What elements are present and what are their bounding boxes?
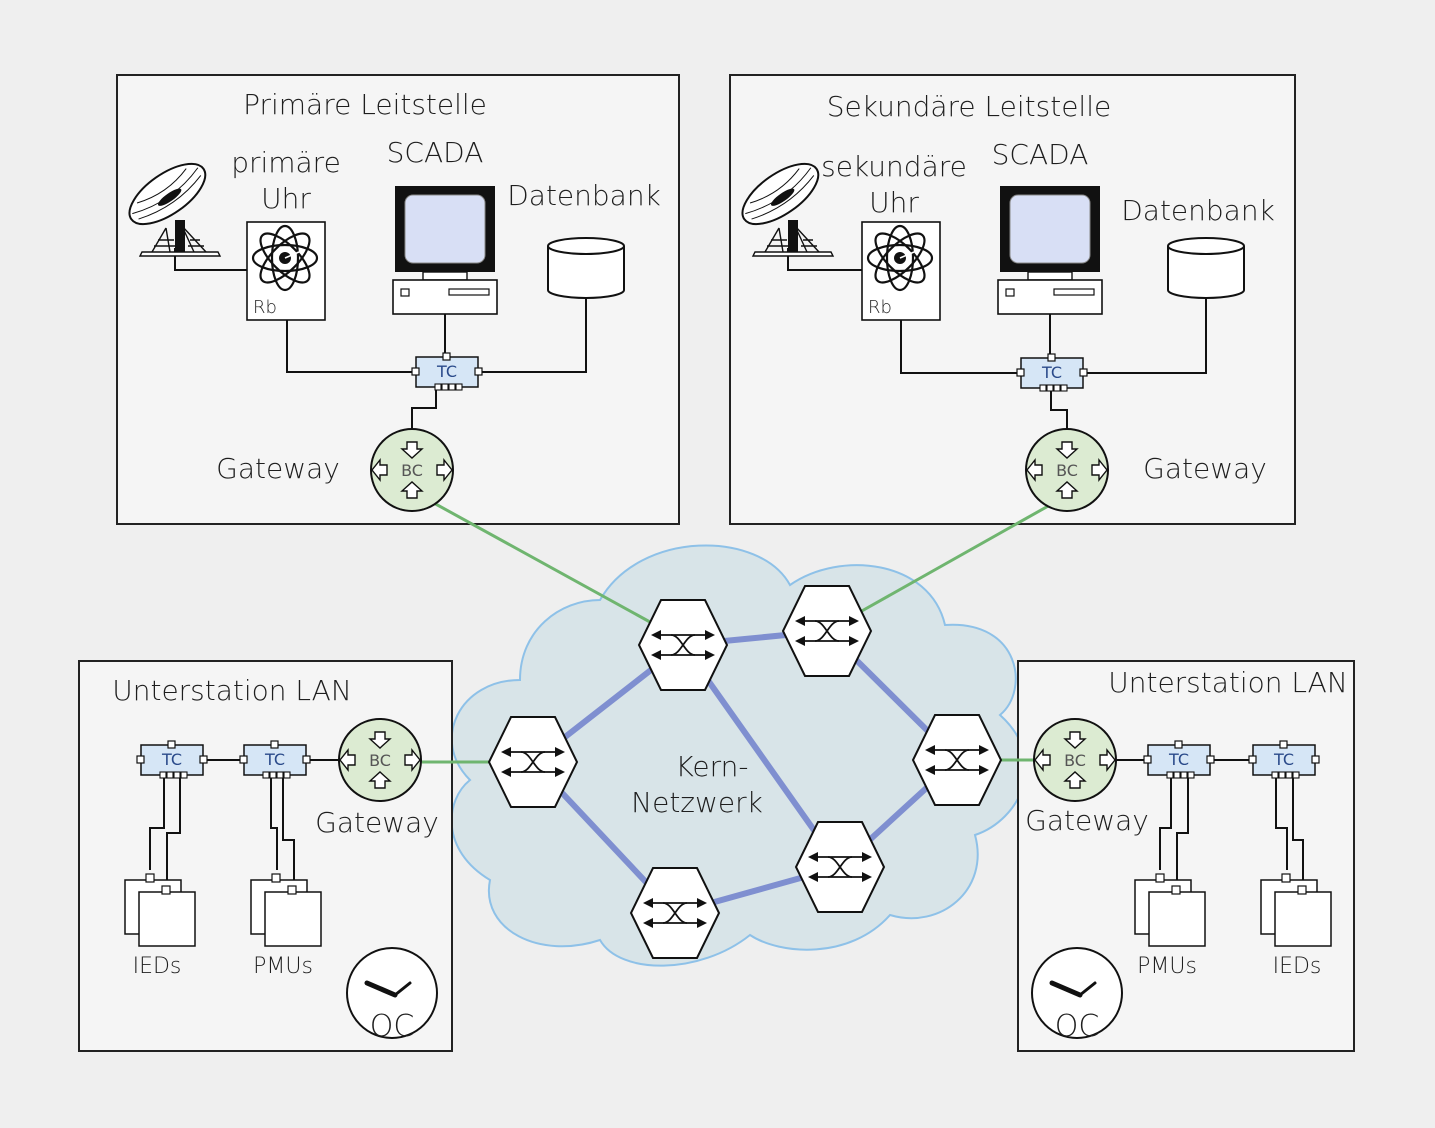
primary-control-center: Primäre Leitstelle primäre Uhr SCADA Dat… (118, 88, 661, 512)
substation-right-devices1-label: PMUs (1137, 954, 1197, 979)
substation-left: Unterstation LAN TC TC BC Gateway IEDs P… (112, 674, 439, 1044)
primary-scada-label: SCADA (387, 136, 484, 169)
primary-database-label: Datenbank (507, 179, 661, 212)
substation-left-devices2-label: PMUs (253, 954, 313, 979)
primary-clock-label-line1: primäre (231, 146, 341, 179)
secondary-gateway-label: Gateway (1143, 452, 1267, 485)
secondary-control-center: Sekundäre Leitstelle sekundäre Uhr SCADA… (731, 90, 1275, 512)
substation-left-title: Unterstation LAN (112, 674, 352, 707)
primary-bc-label: BC (401, 461, 423, 480)
substation-right: Unterstation LAN BC Gateway TC TC PMUs I… (1025, 666, 1348, 1044)
primary-database-icon (547, 237, 625, 299)
substation-left-bc-label: BC (369, 751, 391, 770)
core-network-cloud (450, 544, 1027, 967)
primary-clock-tag: Rb (253, 297, 277, 318)
secondary-scada-label: SCADA (992, 138, 1089, 171)
primary-center-title: Primäre Leitstelle (243, 88, 487, 121)
substation-right-gateway-label: Gateway (1025, 804, 1149, 837)
substation-left-oc-label: OC (370, 1009, 415, 1044)
secondary-clock-label-line2: Uhr (869, 186, 919, 219)
substation-left-tc2-label: TC (264, 750, 285, 769)
secondary-database-label: Datenbank (1121, 194, 1275, 227)
primary-gateway-label: Gateway (216, 452, 340, 485)
primary-clock-label-line2: Uhr (261, 182, 311, 215)
core-network-label-line2: Netzwerk (631, 786, 763, 819)
secondary-database-icon (1167, 237, 1245, 299)
substation-left-tc1-label: TC (161, 750, 182, 769)
gateway-links (422, 500, 1051, 764)
substation-left-gateway-label: Gateway (315, 806, 439, 839)
substation-left-devices1-label: IEDs (133, 954, 182, 979)
secondary-clock-tag: Rb (868, 297, 892, 318)
substation-right-tc1-label: TC (1168, 750, 1189, 769)
primary-tc-label: TC (436, 362, 457, 381)
substation-right-devices2-label: IEDs (1273, 954, 1322, 979)
primary-scada-computer-icon (392, 185, 498, 315)
secondary-bc-label: BC (1056, 461, 1078, 480)
secondary-scada-computer-icon (997, 185, 1103, 315)
core-network-label-line1: Kern- (675, 750, 748, 783)
secondary-tc-label: TC (1041, 363, 1062, 382)
substation-right-title: Unterstation LAN (1108, 666, 1348, 699)
substation-right-bc-label: BC (1064, 751, 1086, 770)
substation-right-oc-label: OC (1055, 1009, 1100, 1044)
substation-right-tc2-label: TC (1273, 750, 1294, 769)
secondary-center-title: Sekundäre Leitstelle (827, 90, 1111, 123)
secondary-clock-label-line1: sekundäre (821, 150, 967, 183)
